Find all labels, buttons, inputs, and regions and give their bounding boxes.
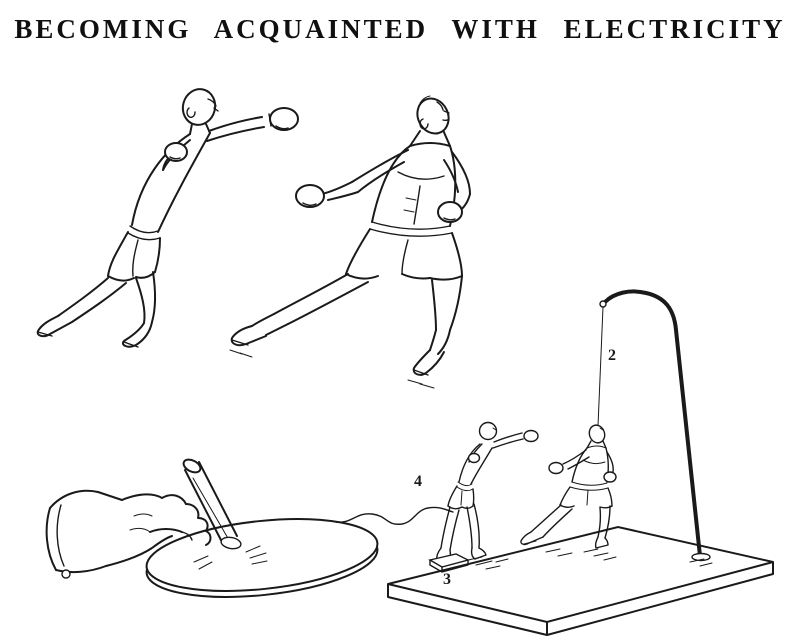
toy-boxer-left (436, 421, 539, 561)
label-2: 2 (608, 347, 616, 364)
toy-boxer-right (520, 424, 617, 549)
page-title: BECOMING ACQUAINTED WITH ELECTRICITY (14, 14, 786, 44)
boxer-left-figure (36, 88, 299, 348)
svg-text:4: 4 (414, 473, 422, 490)
label-4: 4 (414, 473, 422, 490)
platform-scene (335, 289, 774, 636)
svg-text:3: 3 (443, 571, 451, 588)
boxer-right-figure (229, 95, 471, 389)
label-3: 3 (443, 571, 451, 588)
hand-electrophorus-figure (45, 458, 379, 598)
svg-text:2: 2 (608, 347, 616, 364)
